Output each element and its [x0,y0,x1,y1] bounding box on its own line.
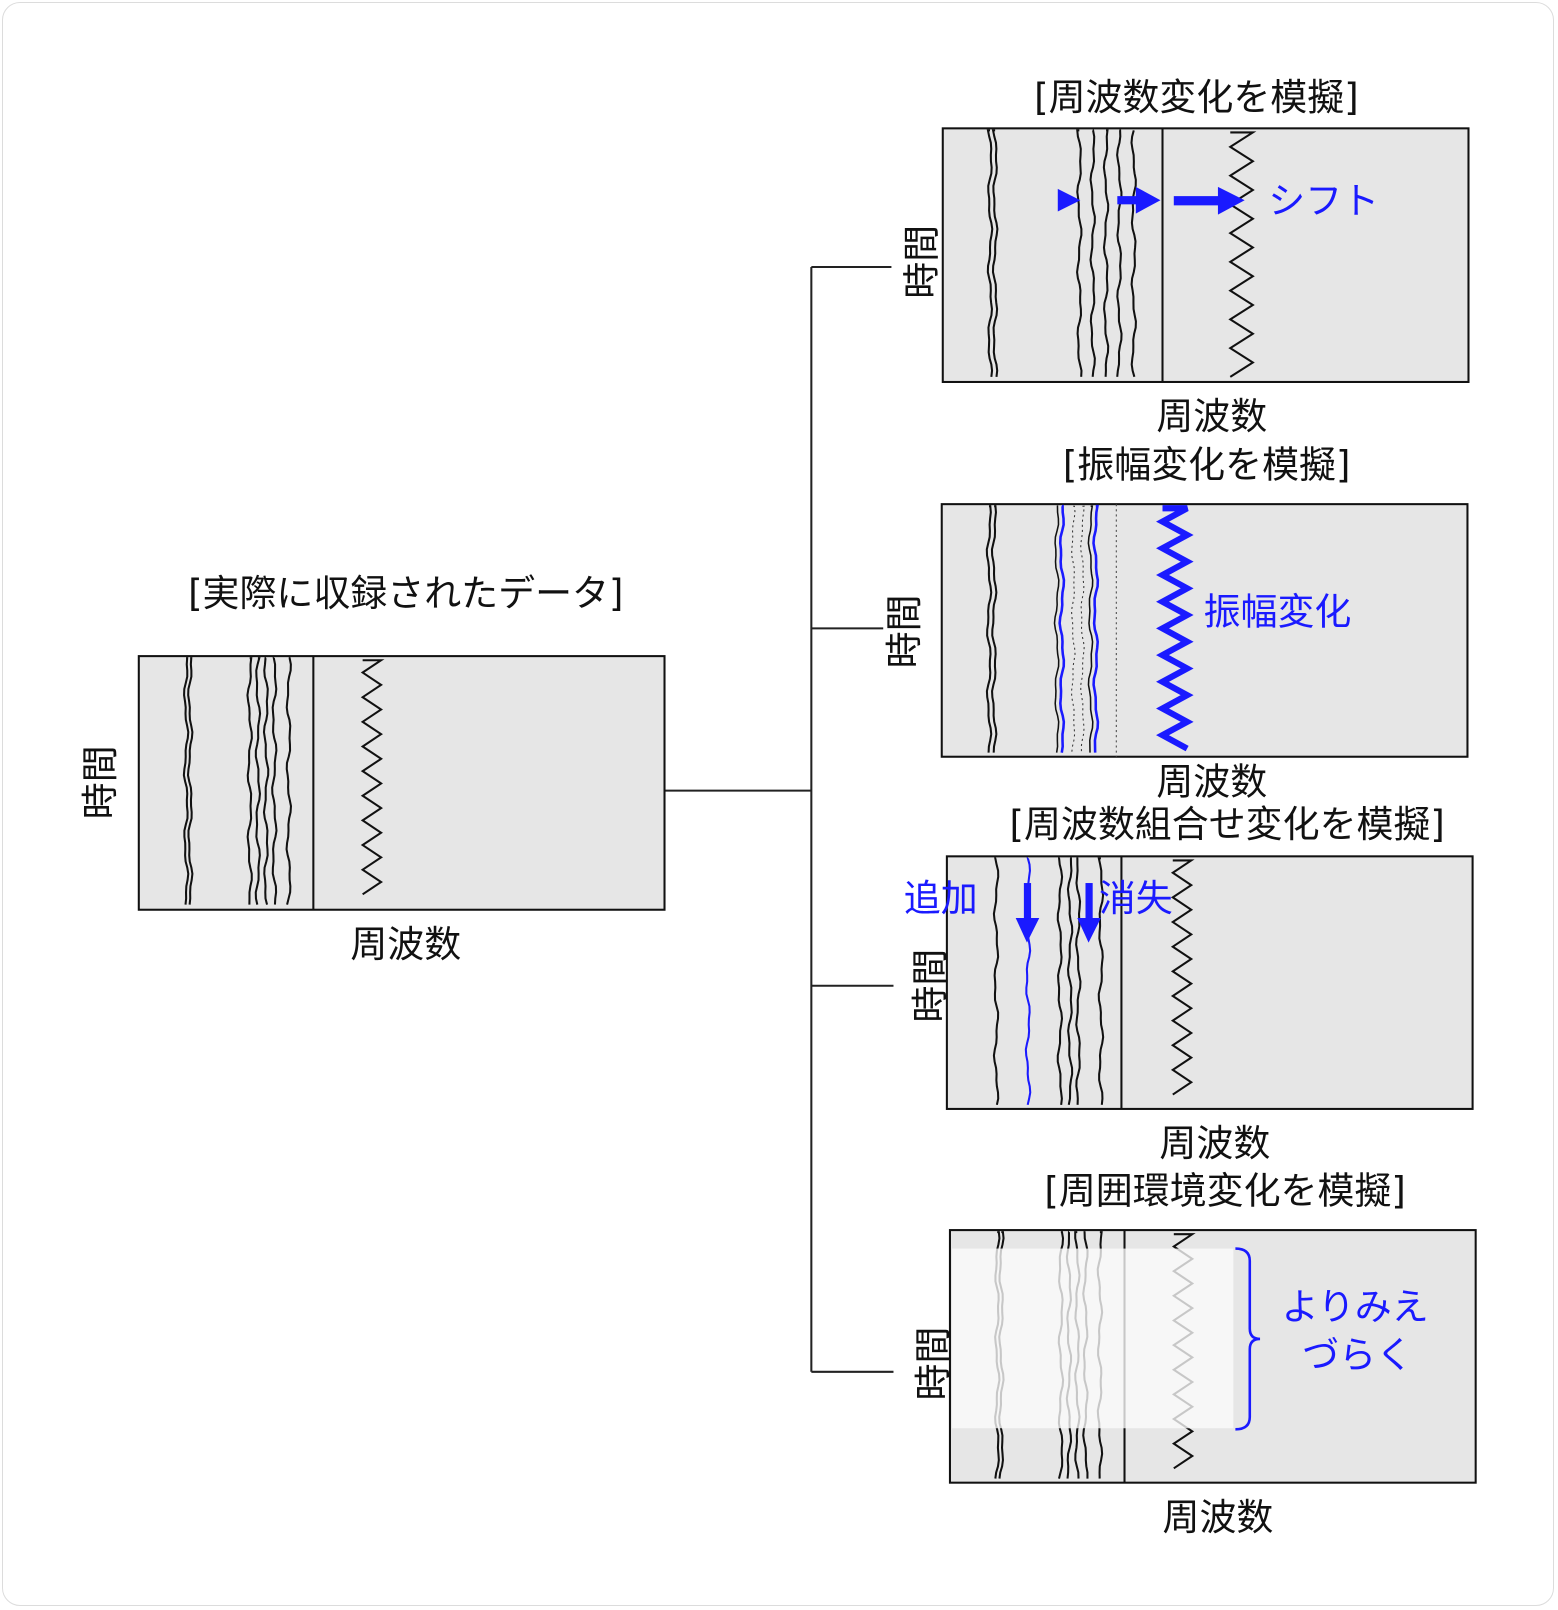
arrow-down-icon [1015,917,1040,943]
spectral-lines [985,504,1194,757]
spectrogram-box [945,855,1474,1110]
zigzag-line [1170,859,1195,1096]
spectral-line [246,657,253,905]
spectrogram-box [941,127,1470,383]
spectral-line [1087,505,1094,753]
panel-title: [周囲環境変化を模擬] [1044,1169,1405,1212]
x-axis-label: 周波数 [1156,395,1267,438]
spectrogram-box [940,503,1469,758]
arrow-icon [1057,188,1081,212]
panel-combination-change: [周波数組合せ変化を模擬] 追加 消失 周波数 時間 [904,803,1474,1165]
spectral-line [1075,857,1082,1105]
spectral-lines [986,128,1257,382]
zigzag-line [360,659,385,896]
spectral-line [1056,857,1064,1105]
x-axis-label: 周波数 [1156,761,1267,804]
spectrogram-box [137,655,666,911]
bracket-icon [1235,1247,1261,1431]
x-axis-label: 周波数 [1159,1122,1270,1165]
spectral-line [254,657,262,905]
spectral-line [986,129,994,377]
y-axis-label: 時間 [909,949,952,1023]
down-arrows [1015,883,1101,943]
spectral-line [285,657,293,905]
spectral-line [1089,129,1096,377]
arrow-shaft [1117,196,1138,205]
panel-title: [周波数組合せ変化を模擬] [1010,803,1445,846]
spectral-lines [992,856,1195,1109]
spectral-line [990,505,998,753]
spectral-line [262,657,270,905]
spectral-line [182,657,190,905]
arrow-shaft [1173,196,1221,206]
panel-original: [実際に収録されたデータ] 周波数 時間 [79,572,666,966]
panel-frequency-change: [周波数変化を模擬] シフト 周波数 時間 [901,76,1470,438]
spectral-line [1053,505,1060,753]
spectral-line [271,657,278,905]
spectral-line-amplified [1092,504,1100,753]
panel-environment-change: [周囲環境変化を模擬] よりみえ づらく 周波数 時間 [912,1169,1477,1539]
spectral-lines [182,656,385,910]
shift-note: シフト [1268,180,1379,223]
spectral-line [1066,857,1074,1106]
shift-arrows [1057,186,1245,215]
connector-tree [664,265,894,1373]
spectral-line [992,857,1000,1106]
arrow-down-icon [1077,917,1101,943]
panel-amplitude-change: [振幅変化を模擬] 振幅変化 周波数 時間 [883,443,1469,804]
y-axis-label: 時間 [912,1327,955,1401]
visibility-note-line2: づらく [1302,1334,1413,1377]
arrow-shaft [1085,883,1093,920]
zigzag-line-amplified [1156,505,1194,752]
spectral-line [1102,129,1110,377]
spectral-line [1097,857,1105,1105]
panel-title: [振幅変化を模擬] [1063,443,1351,486]
y-axis-label: 時間 [901,225,944,299]
y-axis-label: 時間 [883,595,926,669]
x-axis-label: 周波数 [1163,1496,1274,1539]
add-note: 追加 [904,877,978,920]
spectral-line [1076,129,1083,377]
spectral-line [985,505,993,753]
spectral-line [1130,130,1137,378]
spectral-line [1116,129,1123,377]
spectral-line-attenuated [1071,505,1076,753]
arrow-icon [1217,186,1245,215]
x-axis-label: 周波数 [350,923,461,966]
spectral-line [186,657,194,905]
noise-overlay [952,1248,1234,1429]
zigzag-line [1228,131,1257,378]
arrow-shaft [1023,883,1032,920]
arrow-icon [1135,186,1161,214]
spectral-line [991,129,999,377]
panel-title: [周波数変化を模擬] [1034,76,1358,119]
visibility-note-line1: よりみえ [1282,1285,1429,1328]
panel-title: [実際に収録されたデータ] [188,572,623,615]
amplitude-note: 振幅変化 [1204,590,1352,633]
y-axis-label: 時間 [79,745,122,819]
remove-note: 消失 [1099,877,1173,920]
spectral-line-amplified [1058,504,1066,753]
